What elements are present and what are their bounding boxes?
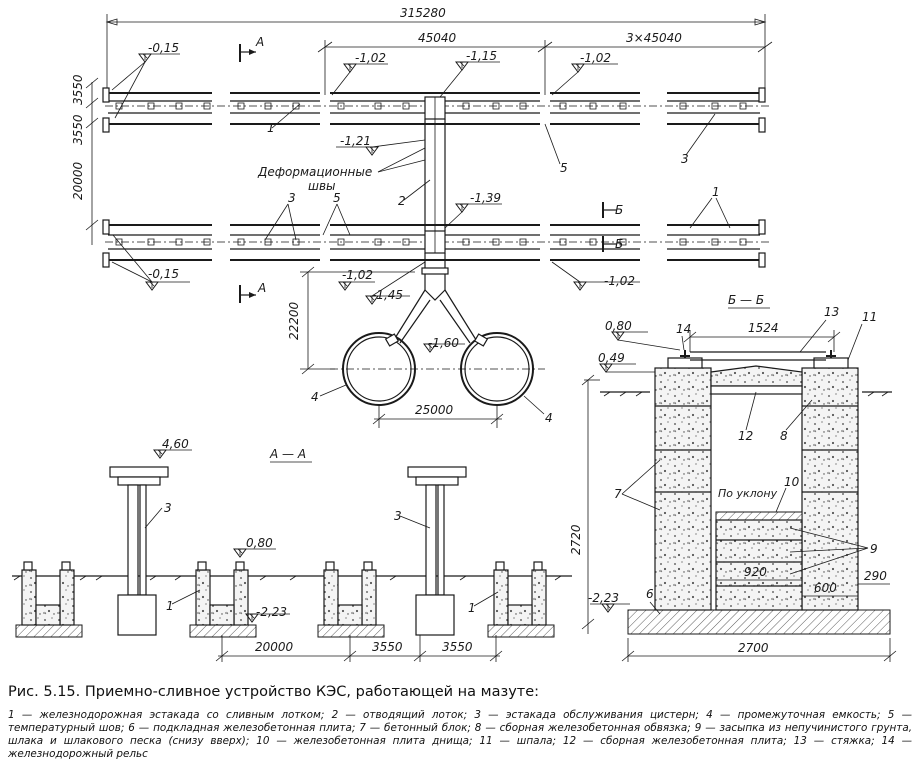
- svg-text:-1,21: -1,21: [340, 134, 371, 148]
- svg-text:13: 13: [824, 305, 839, 319]
- svg-text:3550: 3550: [372, 640, 403, 654]
- svg-text:Б: Б: [615, 203, 623, 217]
- svg-text:А: А: [255, 35, 264, 49]
- svg-text:-2,23: -2,23: [256, 605, 287, 619]
- svg-text:1524: 1524: [748, 321, 779, 335]
- lower-trestle: [102, 219, 770, 268]
- figure-caption: Рис. 5.15. Приемно-сливное устройство КЭ…: [8, 683, 912, 761]
- aa-channels: [15, 561, 555, 638]
- plan-callouts: 1 2 3 5 3 5 1 4 4: [264, 103, 731, 425]
- svg-text:920: 920: [744, 565, 767, 579]
- svg-text:-1,39: -1,39: [470, 191, 501, 205]
- svg-text:-1,45: -1,45: [372, 288, 403, 302]
- dim-tanks-spacing: 25000: [415, 403, 454, 417]
- dim-side-mid: 3550: [71, 114, 85, 145]
- svg-text:0,49: 0,49: [598, 351, 625, 365]
- svg-text:1: 1: [267, 121, 275, 135]
- deformation-label-1: Деформационные: [257, 165, 372, 179]
- svg-text:9: 9: [870, 542, 878, 556]
- svg-text:290: 290: [864, 569, 887, 583]
- dim-span: 45040: [418, 31, 457, 45]
- section-bb-title: Б — Б: [728, 293, 764, 307]
- svg-text:-1,15: -1,15: [466, 49, 497, 63]
- plan-view: 315280 45040 3×45040 3550 3550 20000: [71, 6, 773, 428]
- svg-text:Б: Б: [615, 237, 623, 251]
- svg-text:-2,23: -2,23: [588, 591, 619, 605]
- svg-text:-0,15: -0,15: [148, 41, 179, 55]
- drain-channel: [391, 119, 479, 344]
- svg-text:2720: 2720: [569, 524, 583, 555]
- svg-text:5: 5: [560, 161, 568, 175]
- svg-text:3550: 3550: [442, 640, 473, 654]
- slope-label: По уклону: [718, 487, 778, 500]
- svg-text:1: 1: [166, 599, 174, 613]
- section-aa: А — А: [12, 437, 572, 662]
- svg-text:4: 4: [545, 411, 553, 425]
- svg-text:3: 3: [288, 191, 296, 205]
- svg-text:0,80: 0,80: [246, 536, 273, 550]
- svg-text:12: 12: [738, 429, 753, 443]
- dim-side-top: 3550: [71, 74, 85, 105]
- dim-multi-span: 3×45040: [626, 31, 682, 45]
- deformation-label-2: швы: [308, 179, 336, 193]
- caption-legend: 1 — железнодорожная эстакада со сливным …: [8, 709, 912, 760]
- svg-text:4: 4: [311, 390, 319, 404]
- svg-text:0,80: 0,80: [605, 319, 632, 333]
- svg-text:7: 7: [614, 487, 622, 501]
- svg-text:20000: 20000: [255, 640, 294, 654]
- svg-text:1: 1: [712, 185, 720, 199]
- svg-text:5: 5: [333, 191, 341, 205]
- dim-pipe-offset: 22200: [287, 301, 301, 340]
- upper-trestle: [102, 87, 770, 133]
- section-markers: А А Б Б: [239, 35, 623, 303]
- plan-levels: -0,15 -1,02 -1,15 -1,02 -1,21 -1,39: [111, 41, 640, 353]
- svg-text:-1,02: -1,02: [604, 274, 635, 288]
- svg-text:3: 3: [164, 501, 172, 515]
- svg-text:1: 1: [468, 601, 476, 615]
- svg-text:10: 10: [784, 475, 800, 489]
- svg-text:2700: 2700: [738, 641, 769, 655]
- section-aa-title: А — А: [269, 447, 306, 461]
- svg-text:-1,60: -1,60: [428, 336, 459, 350]
- svg-text:-1,02: -1,02: [580, 51, 611, 65]
- svg-text:11: 11: [862, 310, 877, 324]
- svg-text:8: 8: [780, 429, 788, 443]
- svg-text:-1,02: -1,02: [355, 51, 386, 65]
- svg-text:2: 2: [398, 194, 406, 208]
- technical-drawing: 315280 45040 3×45040 3550 3550 20000: [12, 6, 897, 662]
- caption-title: Рис. 5.15. Приемно-сливное устройство КЭ…: [8, 684, 540, 700]
- svg-text:А: А: [257, 281, 266, 295]
- svg-text:3: 3: [681, 152, 689, 166]
- svg-text:6: 6: [646, 587, 654, 601]
- svg-text:3: 3: [394, 509, 402, 523]
- dim-total: 315280: [400, 6, 446, 20]
- svg-text:-0,15: -0,15: [148, 267, 179, 281]
- svg-text:14: 14: [676, 322, 691, 336]
- svg-text:600: 600: [814, 581, 837, 595]
- svg-text:4,60: 4,60: [162, 437, 189, 451]
- dim-side-long: 20000: [71, 161, 85, 200]
- svg-text:-1,02: -1,02: [342, 268, 373, 282]
- section-bb: Б — Б 0,80: [569, 293, 897, 662]
